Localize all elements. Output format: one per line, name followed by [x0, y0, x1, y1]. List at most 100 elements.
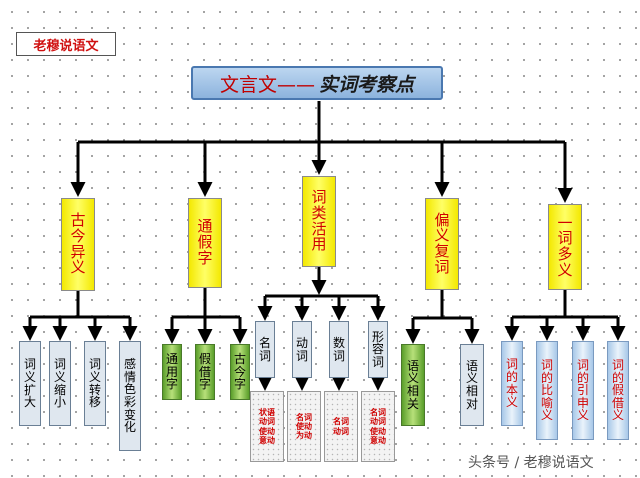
char: 义 [53, 369, 66, 384]
usage-xingrongci: 名词 动词 使动 意动 [361, 391, 395, 462]
node-shuci: 数 词 [329, 321, 349, 378]
usage-text: 名词 [296, 412, 312, 422]
node-gujinzi: 古 今 字 [230, 344, 250, 400]
char: 容 [371, 342, 384, 357]
char: 本 [505, 382, 518, 397]
char: 偏 [434, 210, 450, 229]
char: 借 [198, 364, 211, 379]
char: 比 [540, 383, 553, 398]
node-dongci: 动 词 [292, 321, 312, 378]
char: 义 [557, 260, 573, 279]
char: 词 [371, 354, 384, 369]
title-part1: 文言文—— [219, 73, 315, 96]
char: 词 [557, 229, 573, 248]
char: 的 [540, 370, 553, 385]
char: 相 [465, 384, 478, 398]
char: 数 [332, 335, 345, 350]
char: 义 [576, 408, 589, 423]
node-ci-de-jiajieyi: 词 的 假 借 义 [607, 341, 629, 440]
node-ciyi-kuoda: 词 义 扩 大 [19, 341, 41, 426]
char: 对 [465, 396, 478, 411]
char: 语 [406, 358, 419, 373]
char: 引 [576, 383, 589, 398]
char: 假 [197, 233, 213, 252]
category-cileihuoyong: 词 类 活 用 [302, 176, 336, 267]
char: 古 [70, 211, 86, 229]
node-ciyi-zhuanyi: 词 义 转 移 [84, 341, 106, 426]
node-mingci: 名 词 [255, 321, 275, 378]
char: 异 [70, 242, 86, 261]
char: 形 [371, 329, 384, 344]
char: 字 [197, 248, 213, 267]
char: 多 [557, 245, 573, 263]
char: 小 [53, 395, 66, 410]
node-xingrongci: 形 容 词 [368, 321, 388, 378]
char: 义 [540, 408, 553, 423]
node-ci-de-yinshenyi: 词 的 引 申 义 [572, 341, 594, 440]
char: 词 [88, 357, 101, 372]
usage-shuci: 名词 动词 [324, 391, 358, 462]
char: 字 [198, 377, 211, 392]
char: 义 [406, 371, 419, 386]
char: 义 [505, 395, 518, 410]
char: 缩 [53, 382, 66, 397]
category-yiciduoyi: 一 词 多 义 [548, 204, 582, 290]
category-gujinyiyi: 古 今 异 义 [61, 198, 95, 291]
char: 义 [70, 258, 86, 277]
char: 扩 [23, 382, 36, 397]
title-part2: 实词考察点 [319, 73, 415, 96]
char: 词 [434, 257, 450, 276]
node-tongyongzi: 通 用 字 [162, 344, 182, 400]
char: 类 [311, 203, 327, 222]
char: 义 [23, 369, 36, 384]
usage-text: 使动 [296, 421, 312, 431]
char: 动 [295, 335, 308, 350]
author-label: 老穆说语文 [16, 32, 116, 56]
char: 用 [165, 364, 178, 379]
char: 词 [258, 348, 271, 363]
usage-text: 动词 [370, 417, 386, 427]
node-ganqing-secai-bianhua: 感 情 色 彩 变 化 [119, 341, 141, 451]
char: 词 [23, 357, 36, 372]
char: 借 [611, 395, 624, 410]
char: 词 [505, 357, 518, 372]
char: 词 [611, 358, 624, 373]
char: 情 [123, 369, 136, 384]
char: 义 [88, 369, 101, 384]
char: 活 [311, 219, 327, 238]
char: 字 [165, 377, 178, 392]
category-pianyifuci: 偏 义 复 词 [425, 198, 459, 290]
diagram-title: 文言文—— 实词考察点 [191, 66, 443, 100]
char: 的 [505, 369, 518, 384]
watermark: 头条号 / 老穆说语文 [466, 452, 596, 472]
char: 复 [434, 242, 450, 260]
usage-dongci: 名词 使动 为动 [287, 391, 321, 462]
usage-text: 名词 [333, 417, 349, 427]
usage-text: 使动 [370, 426, 386, 436]
usage-text: 意动 [370, 435, 386, 445]
node-yuyi-xiangdui: 语 义 相 对 [460, 344, 484, 426]
usage-text: 动词 [259, 417, 275, 427]
char: 化 [123, 420, 136, 435]
usage-text: 状语 [259, 408, 275, 418]
node-ciyi-suoxiao: 词 义 缩 小 [49, 341, 71, 426]
char: 用 [311, 235, 327, 254]
usage-mingci: 状语 动词 使动 意动 [250, 391, 284, 462]
char: 色 [123, 382, 136, 397]
char: 名 [258, 335, 271, 350]
char: 义 [465, 371, 478, 386]
char: 彩 [123, 395, 136, 409]
usage-text: 为动 [296, 431, 312, 441]
char: 的 [611, 370, 624, 385]
usage-text: 使动 [259, 426, 275, 436]
char: 感 [123, 357, 136, 372]
node-ci-de-biyuyi: 词 的 比 喻 义 [536, 341, 558, 440]
char: 喻 [540, 395, 553, 410]
char: 通 [197, 217, 213, 236]
node-yuyi-xiangguan: 语 义 相 关 [401, 344, 425, 426]
char: 关 [406, 396, 419, 411]
char: 词 [295, 348, 308, 363]
char: 词 [540, 358, 553, 373]
char: 词 [332, 348, 345, 363]
char: 今 [70, 226, 86, 245]
